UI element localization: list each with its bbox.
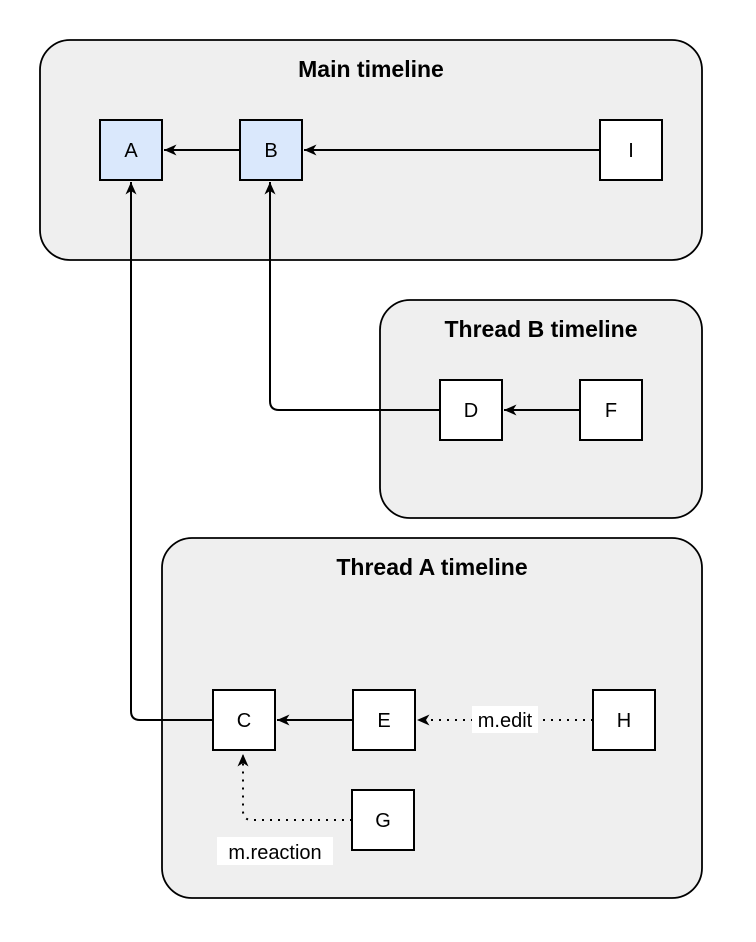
node-g-label: G <box>375 810 391 832</box>
edge-label-m-edit: m.edit <box>472 706 538 733</box>
m-reaction-label-text: m.reaction <box>228 842 321 864</box>
node-c: C <box>212 689 276 751</box>
edge-d-to-b <box>264 182 440 411</box>
node-h: H <box>592 689 656 751</box>
node-i: I <box>599 119 663 181</box>
thread-a-timeline-box <box>161 537 703 899</box>
node-h-box <box>592 689 656 751</box>
node-b: B <box>239 119 303 181</box>
node-b-label: B <box>264 140 277 162</box>
m-edit-label-text: m.edit <box>478 710 533 732</box>
m-edit-label-background <box>472 706 538 733</box>
thread-b-timeline-title: Thread B timeline <box>445 316 638 342</box>
main-timeline-title: Main timeline <box>298 56 444 82</box>
thread-a-timeline-title: Thread A timeline <box>336 554 527 580</box>
node-c-label: C <box>237 710 251 732</box>
node-i-label: I <box>628 140 634 162</box>
edge-label-m-reaction: m.reaction <box>217 837 333 865</box>
node-a-label: A <box>124 140 138 162</box>
node-b-box <box>239 119 303 181</box>
node-d-label: D <box>464 400 478 422</box>
node-f: F <box>579 379 643 441</box>
node-e: E <box>352 689 416 751</box>
m-reaction-label-background <box>217 837 333 865</box>
node-a-box <box>99 119 163 181</box>
node-c-box <box>212 689 276 751</box>
node-a: A <box>99 119 163 181</box>
node-g-box <box>351 789 415 851</box>
node-g: G <box>351 789 415 851</box>
container-thread-a-timeline: Thread A timeline <box>161 537 703 899</box>
node-e-box <box>352 689 416 751</box>
node-d: D <box>439 379 503 441</box>
node-f-label: F <box>605 400 617 422</box>
edge-c-to-a <box>125 182 213 721</box>
node-e-label: E <box>377 710 390 732</box>
node-i-box <box>599 119 663 181</box>
node-h-label: H <box>617 710 631 732</box>
node-f-box <box>579 379 643 441</box>
node-d-box <box>439 379 503 441</box>
